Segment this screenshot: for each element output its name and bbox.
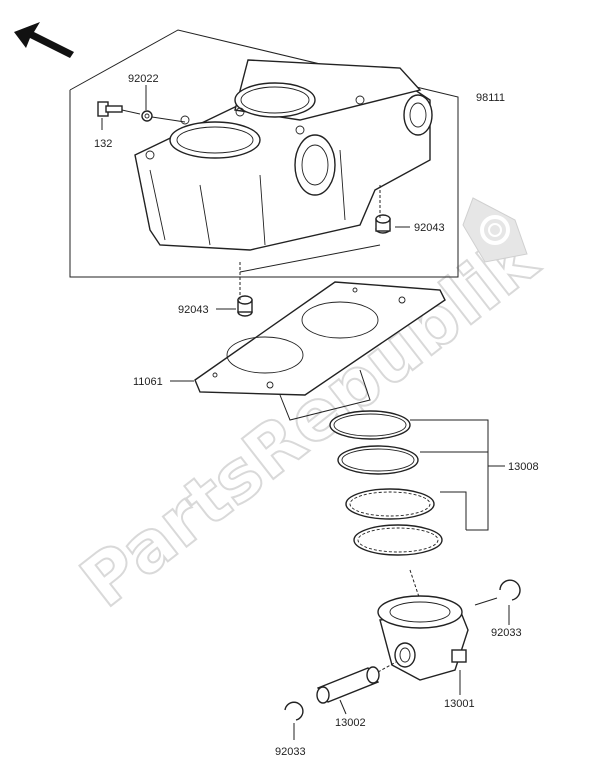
- washer-92022: [141, 110, 153, 122]
- label-132: 132: [94, 138, 112, 150]
- gasket-bracket: [279, 369, 371, 421]
- oil-ring-upper: [345, 488, 435, 520]
- label-92033-right: 92033: [491, 627, 522, 639]
- piston: [377, 595, 469, 681]
- label-13002: 13002: [335, 717, 366, 729]
- label-13008: 13008: [508, 461, 539, 473]
- piston-ring-top: [329, 410, 411, 440]
- pin-leader: [339, 699, 347, 715]
- label-11061: 11061: [133, 376, 163, 388]
- circlip-left: [284, 701, 304, 721]
- label-13001: 13001: [444, 698, 475, 710]
- oil-ring-lower: [353, 524, 443, 556]
- cylinder-head-gasket: [194, 281, 446, 396]
- washer-leader: [151, 116, 186, 123]
- label-92022: 92022: [128, 73, 159, 85]
- dowel-lower: [237, 295, 253, 317]
- dowel-upper: [375, 214, 391, 234]
- align-line-3: [239, 244, 381, 273]
- watermark-text: PartsRepublik: [66, 218, 553, 624]
- ring-leader-3: [440, 491, 467, 530]
- watermark: PartsRepublik: [65, 217, 554, 625]
- label-92033-left: 92033: [275, 746, 306, 758]
- cylinder-block: [134, 59, 433, 251]
- bolt-132: [97, 101, 123, 117]
- bolt-leader: [121, 109, 141, 115]
- circlip-right: [499, 579, 521, 601]
- ring-set-bracket: [410, 419, 489, 531]
- piston-ring-second: [337, 445, 419, 475]
- piston-axis: [409, 569, 421, 601]
- label-92043-upper: 92043: [414, 222, 445, 234]
- label-92043-lower: 92043: [178, 304, 209, 316]
- label-98111: 98111: [476, 92, 505, 104]
- gear-watermark-icon: [462, 197, 528, 263]
- front-arrow-icon: [14, 22, 74, 58]
- circlip-right-axis: [474, 597, 498, 606]
- piston-pin: [316, 666, 380, 704]
- cylinder-group-bracket: [69, 29, 459, 278]
- pin-axis: [377, 661, 397, 673]
